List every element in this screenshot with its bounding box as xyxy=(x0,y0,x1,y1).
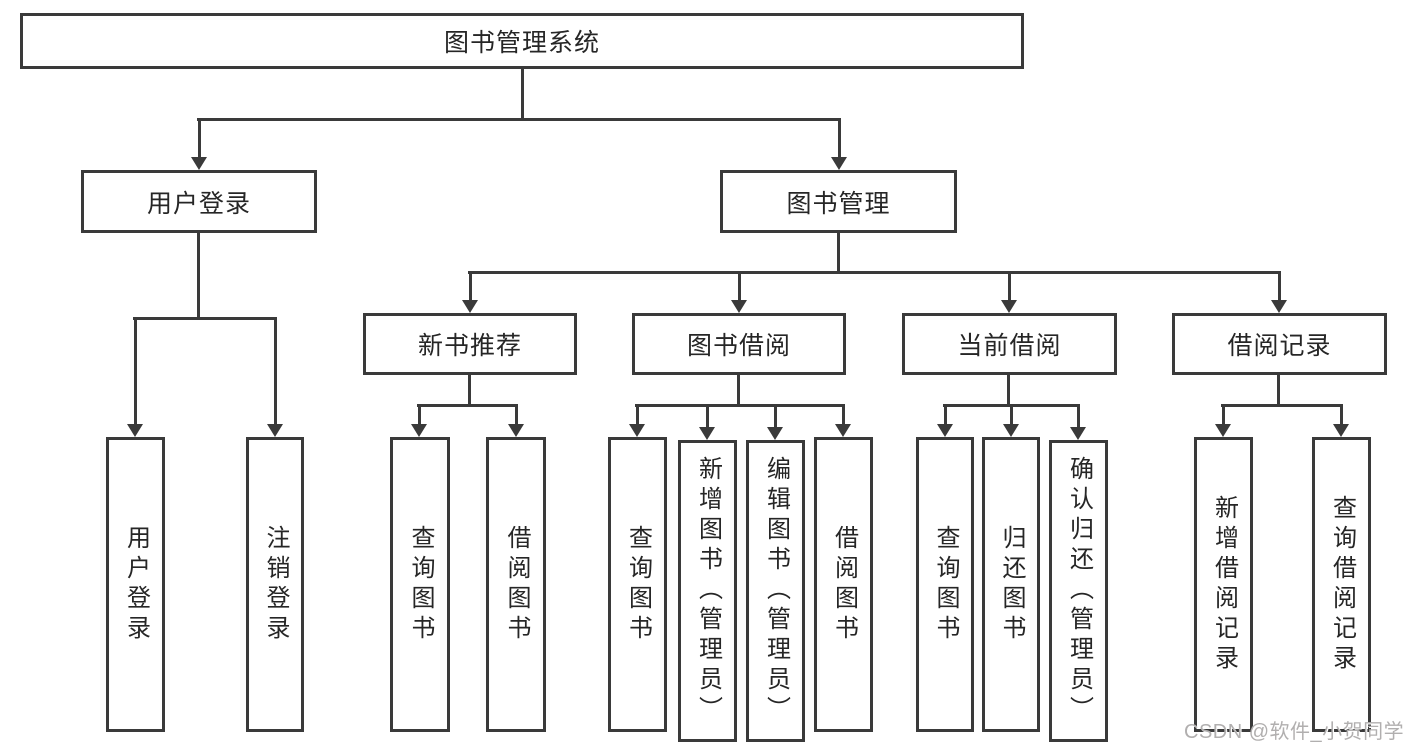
connector-line xyxy=(737,375,740,406)
node-label: 借阅记录 xyxy=(1227,332,1332,360)
connector-arrow-stem xyxy=(1277,273,1281,302)
arrowhead-down-icon xyxy=(731,300,747,313)
node-label: 借阅图书 xyxy=(503,524,530,645)
node-leaf-query-books-1: 查询图书 xyxy=(390,437,450,732)
node-leaf-logout: 注销登录 xyxy=(246,437,304,732)
node-label: 图书借阅 xyxy=(686,332,791,360)
node-label: 借阅图书 xyxy=(830,524,858,645)
connector-arrow-stem xyxy=(197,120,201,159)
node-label: 用户登录 xyxy=(146,189,251,218)
node-book-borrow: 图书借阅 xyxy=(632,313,846,375)
connector-line xyxy=(468,271,1281,274)
node-label: 注销登录 xyxy=(262,524,289,645)
connector-line xyxy=(635,404,845,407)
arrowhead-down-icon xyxy=(1001,300,1017,313)
node-leaf-query-books-2: 查询图书 xyxy=(608,437,667,732)
node-leaf-user-login: 用户登录 xyxy=(106,437,165,732)
connector-line xyxy=(197,118,841,121)
node-label: 查询图书 xyxy=(932,524,959,645)
connector-arrow-stem xyxy=(635,406,639,426)
node-leaf-edit-books: 编辑图书（管理员） xyxy=(746,440,805,742)
node-label: 编辑图书（管理员） xyxy=(762,456,790,726)
node-leaf-query-record: 查询借阅记录 xyxy=(1312,437,1371,732)
arrowhead-down-icon xyxy=(1215,424,1231,437)
connector-arrow-stem xyxy=(273,318,277,426)
arrowhead-down-icon xyxy=(508,424,524,437)
node-label: 新增图书（管理员） xyxy=(694,456,722,726)
connector-arrow-stem xyxy=(705,406,709,429)
node-label: 查询图书 xyxy=(624,524,652,645)
connector-arrow-stem xyxy=(841,406,845,426)
node-label: 新书推荐 xyxy=(417,332,522,360)
connector-arrow-stem xyxy=(417,406,421,426)
arrowhead-down-icon xyxy=(1003,424,1019,437)
connector-line xyxy=(1221,404,1343,407)
connector-arrow-stem xyxy=(514,406,518,426)
connector-arrow-stem xyxy=(1009,406,1013,426)
connector-arrow-stem xyxy=(1221,406,1225,426)
node-leaf-borrow-books-2: 借阅图书 xyxy=(814,437,873,732)
connector-line xyxy=(837,233,840,273)
node-leaf-add-books: 新增图书（管理员） xyxy=(678,440,737,742)
arrowhead-down-icon xyxy=(767,427,783,440)
connector-arrow-stem xyxy=(1076,406,1080,429)
arrowhead-down-icon xyxy=(191,157,207,170)
node-book-management: 图书管理 xyxy=(720,170,957,233)
node-label: 用户登录 xyxy=(122,524,150,645)
arrowhead-down-icon xyxy=(937,424,953,437)
connector-arrow-stem xyxy=(1339,406,1343,426)
arrowhead-down-icon xyxy=(699,427,715,440)
connector-arrow-stem xyxy=(773,406,777,429)
node-label: 确认归还（管理员） xyxy=(1065,456,1093,726)
node-leaf-borrow-books-1: 借阅图书 xyxy=(486,437,546,732)
arrowhead-down-icon xyxy=(835,424,851,437)
connector-line xyxy=(133,317,277,320)
node-label: 图书管理系统 xyxy=(443,29,600,57)
arrowhead-down-icon xyxy=(1333,424,1349,437)
node-label: 图书管理 xyxy=(786,189,891,218)
node-label: 查询借阅记录 xyxy=(1328,494,1356,675)
arrowhead-down-icon xyxy=(411,424,427,437)
connector-line xyxy=(1007,375,1010,406)
arrowhead-down-icon xyxy=(462,300,478,313)
watermark: CSDN @软件_小贺同学 xyxy=(1184,721,1405,743)
arrowhead-down-icon xyxy=(629,424,645,437)
connector-arrow-stem xyxy=(737,273,741,302)
node-leaf-return-books: 归还图书 xyxy=(982,437,1040,732)
node-new-book-recommend: 新书推荐 xyxy=(363,313,577,375)
node-leaf-query-books-3: 查询图书 xyxy=(916,437,974,732)
connector-line xyxy=(943,404,1080,407)
arrowhead-down-icon xyxy=(127,424,143,437)
connector-line xyxy=(521,69,524,120)
node-label: 当前借阅 xyxy=(957,332,1062,360)
arrowhead-down-icon xyxy=(267,424,283,437)
node-leaf-add-record: 新增借阅记录 xyxy=(1194,437,1253,732)
connector-line xyxy=(197,233,200,318)
node-label: 查询图书 xyxy=(407,524,434,645)
node-leaf-confirm-return: 确认归还（管理员） xyxy=(1049,440,1108,742)
connector-arrow-stem xyxy=(837,120,841,159)
node-borrow-records: 借阅记录 xyxy=(1172,313,1387,375)
arrowhead-down-icon xyxy=(831,157,847,170)
node-label: 新增借阅记录 xyxy=(1210,494,1238,675)
connector-arrow-stem xyxy=(943,406,947,426)
connector-arrow-stem xyxy=(133,318,137,426)
connector-arrow-stem xyxy=(1007,273,1011,302)
arrowhead-down-icon xyxy=(1070,427,1086,440)
node-system: 图书管理系统 xyxy=(20,13,1024,69)
connector-line xyxy=(1277,375,1280,406)
connector-line xyxy=(468,375,471,406)
node-current-borrow: 当前借阅 xyxy=(902,313,1117,375)
node-user-login: 用户登录 xyxy=(81,170,317,233)
arrowhead-down-icon xyxy=(1271,300,1287,313)
node-label: 归还图书 xyxy=(998,524,1025,645)
connector-arrow-stem xyxy=(468,273,472,302)
connector-line xyxy=(417,404,518,407)
